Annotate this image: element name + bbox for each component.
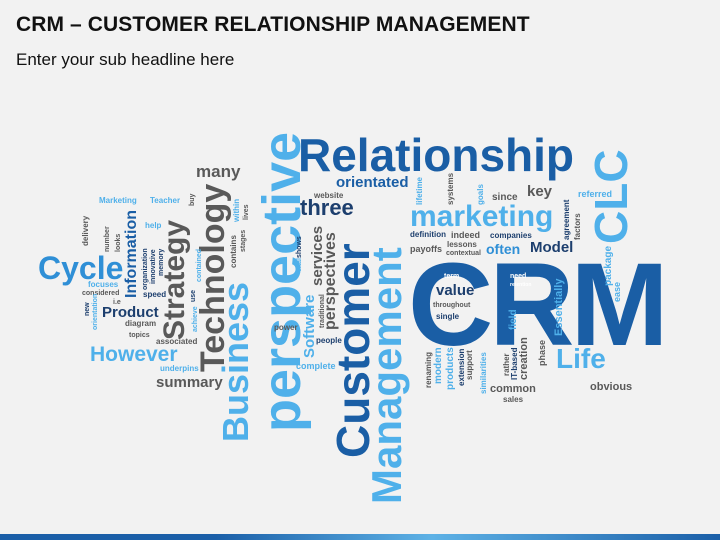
word-sales: sales	[503, 395, 524, 404]
word-stages: stages	[240, 229, 247, 252]
word-renaming: renaming	[424, 351, 433, 388]
word-underpins: underpins	[160, 364, 199, 373]
word-delivery: delivery	[81, 215, 90, 246]
word-term: term	[444, 273, 460, 280]
word-retention: retention	[510, 282, 532, 288]
word-associated: associated	[156, 337, 198, 346]
word-help: help	[145, 221, 162, 230]
word-model: Model	[530, 239, 574, 256]
word-shows: shows	[296, 236, 303, 258]
slide-title: CRM – CUSTOMER RELATIONSHIP MANAGEMENT	[16, 13, 530, 36]
word-innovative: innovative	[150, 249, 157, 284]
word-creation: creation	[518, 337, 530, 380]
word-organization: organization	[142, 248, 149, 290]
word-phase: phase	[537, 339, 547, 366]
word-obvious: obvious	[590, 381, 633, 393]
word-power: power	[274, 323, 298, 332]
word-similarities: similarities	[479, 352, 488, 394]
word-crm: CRM	[408, 239, 669, 371]
word-essentially: Essentially	[553, 278, 565, 336]
word-considered: considered	[82, 290, 120, 297]
word-marketing-small: Marketing	[99, 196, 137, 205]
word-common: common	[490, 383, 536, 395]
word-modern: modern	[433, 347, 444, 384]
word-relationship: Relationship	[298, 129, 575, 181]
word-definition: definition	[410, 230, 446, 239]
slide-subtitle: Enter your sub headline here	[16, 50, 235, 69]
word-use: use	[190, 289, 197, 302]
word-website: website	[314, 191, 344, 200]
word-products: products	[445, 347, 456, 390]
word-three: three	[300, 195, 354, 220]
word-contained: contained	[196, 248, 203, 282]
word-throughout: throughout	[433, 302, 471, 309]
word-systems: systems	[446, 172, 455, 205]
word-topics: topics	[129, 332, 150, 339]
word-cycle: Cycle	[38, 250, 124, 286]
word-referred: referred	[578, 189, 613, 199]
word-ease: ease	[612, 281, 622, 302]
word-lessons: lessons	[447, 240, 477, 249]
word-since: since	[492, 192, 518, 203]
word-single: single	[436, 312, 460, 321]
word-product: Product	[102, 304, 159, 321]
word-contextual: contextual	[446, 250, 482, 257]
footer-bar	[0, 534, 720, 540]
word-software: Software	[301, 294, 318, 358]
word-information: Information	[123, 210, 140, 298]
word-marketing: marketing	[410, 200, 554, 233]
word-companies: companies	[490, 231, 532, 240]
word-services: services	[309, 225, 326, 286]
word-need: need	[510, 273, 527, 280]
word-ie: i.e	[113, 299, 121, 306]
word-focuses: focuses	[88, 280, 119, 289]
word-package: package	[603, 245, 614, 286]
word-life: Life	[556, 343, 606, 374]
word-looks: looks	[115, 233, 122, 252]
word-traditional: traditional	[319, 294, 326, 328]
word-many: many	[196, 162, 241, 181]
word-achieve: achieve	[192, 306, 199, 332]
word-orientated: orientated	[336, 174, 409, 191]
word-people: people	[316, 336, 342, 345]
word-field: field	[508, 309, 519, 330]
word-summary: summary	[156, 374, 223, 391]
word-within: within	[232, 198, 241, 222]
word-management: Management	[363, 247, 410, 504]
word-buy: buy	[189, 193, 196, 206]
word-however: However	[90, 343, 178, 366]
word-number: number	[104, 226, 111, 252]
word-lives: lives	[243, 204, 250, 220]
word-goals: goals	[476, 184, 485, 205]
word-memory: memory	[158, 248, 165, 276]
word-complete: complete	[296, 361, 336, 371]
word-perspective-big: perspective	[252, 131, 312, 432]
word-factors: factors	[573, 213, 582, 240]
word-value: value	[436, 282, 475, 299]
word-agreement: agreement	[562, 199, 571, 240]
word-strategy: Strategy	[158, 219, 191, 340]
word-it-based: IT-based	[510, 347, 519, 380]
word-orientation: orientation	[92, 293, 99, 330]
word-lifetime: lifetime	[415, 176, 424, 205]
word-new: new	[84, 302, 91, 316]
word-key: key	[527, 183, 553, 200]
word-support: support	[465, 350, 474, 380]
word-diagram: diagram	[125, 319, 157, 328]
word-contains: contains	[229, 235, 238, 268]
word-often: often	[486, 241, 521, 257]
word-indeed: indeed	[451, 230, 481, 240]
word-vital: vital	[296, 257, 303, 272]
word-teacher: Teacher	[150, 196, 181, 205]
word-payoffs: payoffs	[410, 244, 443, 254]
word-speed: speed	[143, 290, 167, 299]
